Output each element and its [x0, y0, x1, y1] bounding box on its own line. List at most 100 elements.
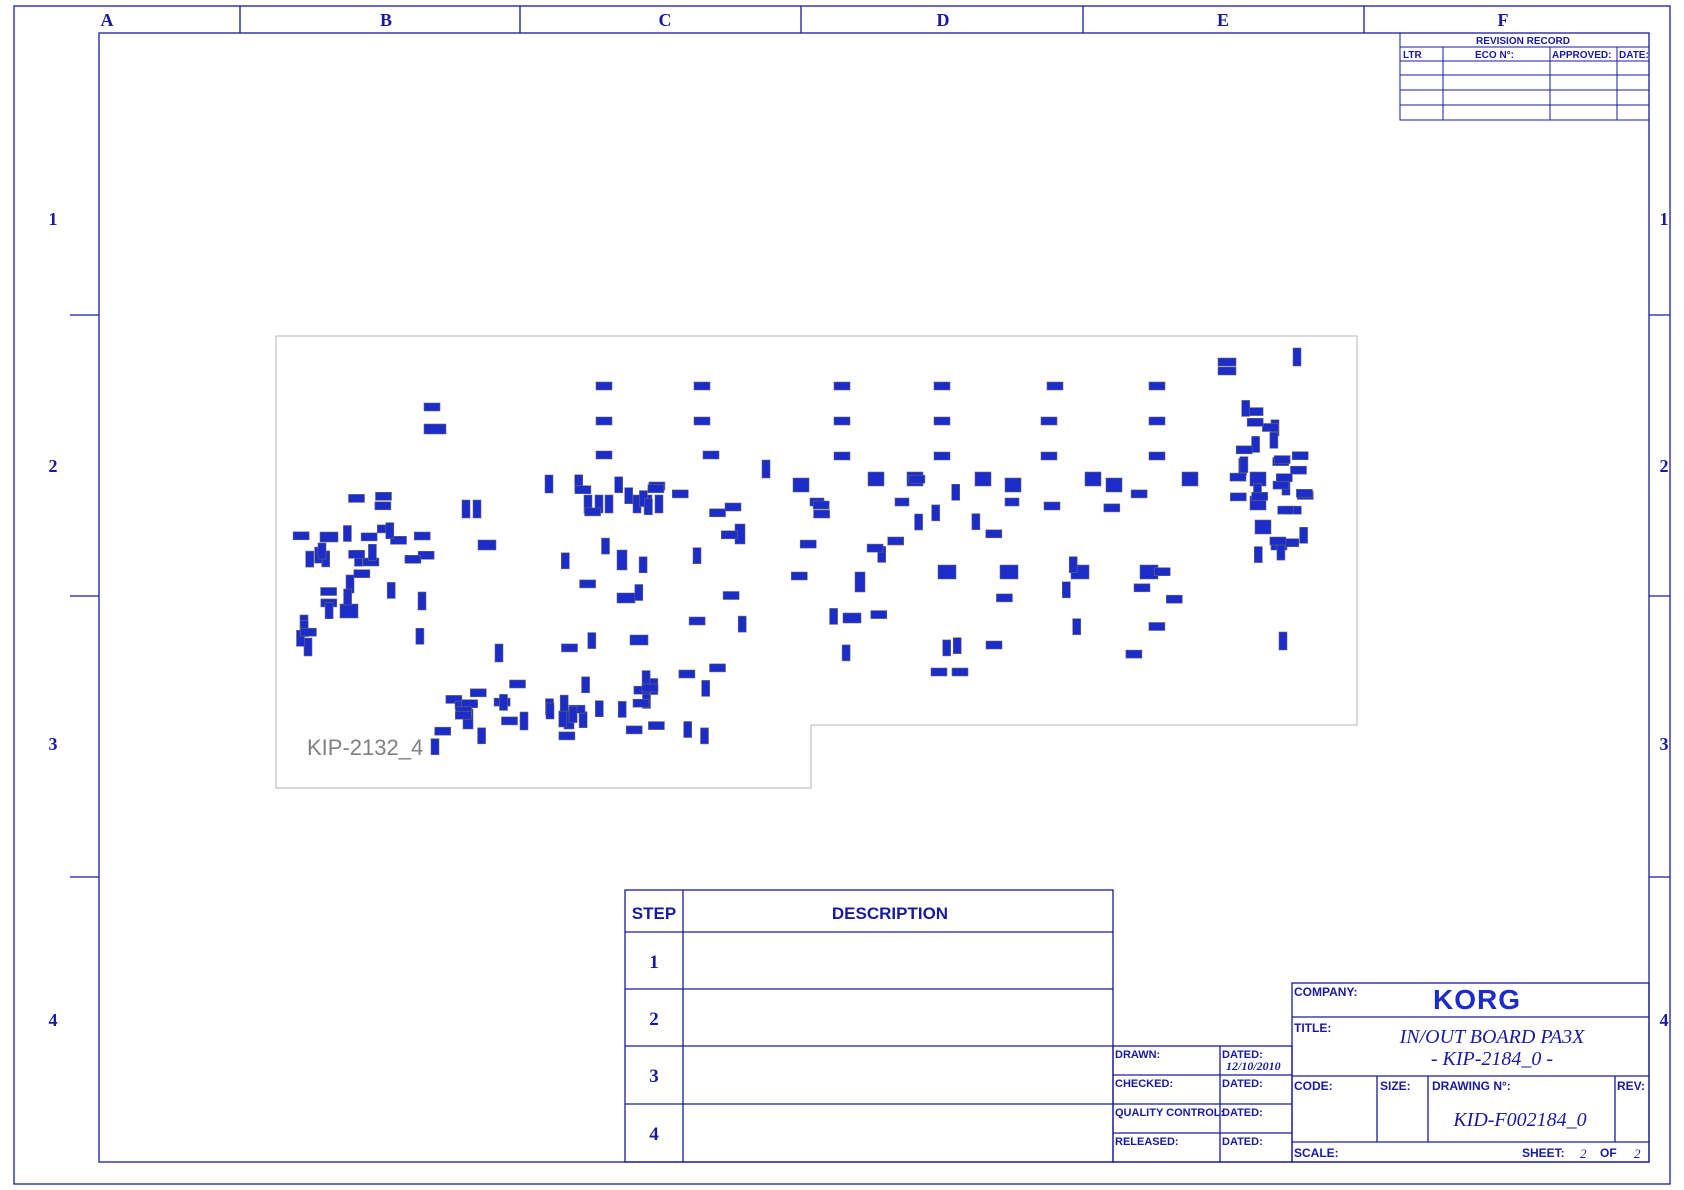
component-pad [581, 676, 590, 694]
component-pad [594, 700, 604, 718]
component-pad [701, 680, 711, 697]
component-pad [348, 549, 365, 559]
component-pad [430, 738, 440, 756]
sheet-label: SHEET: [1522, 1146, 1565, 1160]
component-ic7 [339, 603, 359, 619]
component-pad [1130, 489, 1148, 499]
component-pad [641, 683, 659, 693]
component-pad [1235, 445, 1253, 455]
title-block [1291, 982, 1650, 1163]
component-q4 [867, 471, 885, 487]
component-pad [343, 588, 352, 606]
component-pad [1043, 501, 1061, 511]
drawn-date: 12/10/2010 [1226, 1059, 1281, 1073]
sheet-total: 2 [1634, 1146, 1641, 1161]
component-c51 [933, 451, 951, 461]
component-pad [971, 513, 981, 531]
component-pad [624, 487, 634, 505]
quality-control-label: QUALITY CONTROL: [1115, 1107, 1224, 1119]
component-pad [683, 721, 693, 738]
component-c111 [842, 612, 862, 624]
component-pad [386, 582, 396, 599]
inner-frame [98, 32, 1650, 1163]
component-l15 [702, 450, 720, 460]
component-q10 [1181, 471, 1199, 487]
component-pad [578, 711, 588, 729]
description-header: DESCRIPTION [832, 904, 948, 923]
component-pad [952, 637, 962, 655]
component-pad [887, 536, 905, 546]
col-label-a: A [101, 10, 114, 30]
row-label-2-right: 2 [1660, 456, 1669, 476]
component-q9 [1105, 477, 1123, 493]
component-pad [1251, 491, 1268, 501]
component-pad [568, 706, 578, 723]
korg-logo: KORG [1433, 984, 1521, 1015]
component-pad [390, 535, 407, 545]
approval-block [1112, 1045, 1293, 1163]
rev-col-eco: ECO N°: [1475, 50, 1514, 61]
component-pad [614, 476, 624, 494]
component-pad [1254, 546, 1263, 563]
component-pad [951, 483, 961, 501]
row-label-4-left: 4 [49, 1010, 58, 1030]
component-l4 [833, 381, 851, 391]
col-label-d: D [937, 10, 950, 30]
component-c53 [1148, 451, 1166, 461]
component-pad [790, 571, 808, 581]
component-c72 [654, 494, 664, 514]
column-dividers [239, 6, 1365, 33]
component-l7 [1148, 381, 1166, 391]
component-pad [709, 508, 726, 518]
col-label-b: B [380, 10, 392, 30]
component-pad [560, 552, 570, 570]
component-l9 [595, 416, 613, 426]
component-l8 [423, 402, 441, 412]
component-pad [1125, 649, 1143, 659]
component-q7 [1004, 477, 1022, 493]
component-c74 [461, 499, 471, 519]
checked-label: CHECKED: [1115, 1078, 1173, 1090]
sheet-number: 2 [1580, 1146, 1587, 1161]
component-d15 [604, 494, 614, 514]
component-pad [1246, 417, 1264, 427]
code-label: CODE: [1294, 1079, 1333, 1093]
component-pad [305, 550, 315, 568]
component-pad [477, 727, 486, 745]
step-number-4: 4 [649, 1124, 659, 1145]
component-pad [374, 501, 392, 511]
checked-dated-label: DATED: [1222, 1078, 1263, 1090]
component-pad [812, 500, 830, 510]
component-c112 [629, 634, 649, 646]
component-pad [625, 725, 643, 735]
component-pad [638, 556, 648, 574]
board-title-line1: IN/OUT BOARD PA3X [1399, 1026, 1586, 1048]
component-pad [1276, 473, 1293, 483]
component-l2 [595, 381, 613, 391]
step-number-1: 1 [649, 952, 659, 973]
component-pad [870, 610, 888, 619]
board-outline [275, 335, 1358, 789]
component-pad [1251, 436, 1260, 453]
component-pad [1290, 465, 1307, 475]
component-pad [908, 474, 926, 484]
component-pad [1133, 583, 1151, 593]
component-c73 [724, 502, 742, 512]
component-q6 [974, 471, 992, 487]
component-pad [434, 726, 452, 736]
scale-label: SCALE: [1294, 1146, 1339, 1160]
component-ic10 [854, 571, 866, 593]
component-pad [415, 627, 425, 645]
component-pad [647, 484, 665, 494]
component-pad [1068, 556, 1078, 574]
component-ic11 [930, 667, 948, 677]
component-d12 [303, 637, 313, 657]
step-number-2: 2 [649, 1009, 659, 1030]
component-l6 [1046, 381, 1064, 391]
component-pad [292, 531, 310, 541]
rev-col-date: DATE: [1619, 50, 1649, 61]
component-pad [931, 504, 941, 522]
component-pad [700, 727, 709, 745]
component-pad [404, 554, 422, 564]
component-pad [1230, 492, 1247, 502]
